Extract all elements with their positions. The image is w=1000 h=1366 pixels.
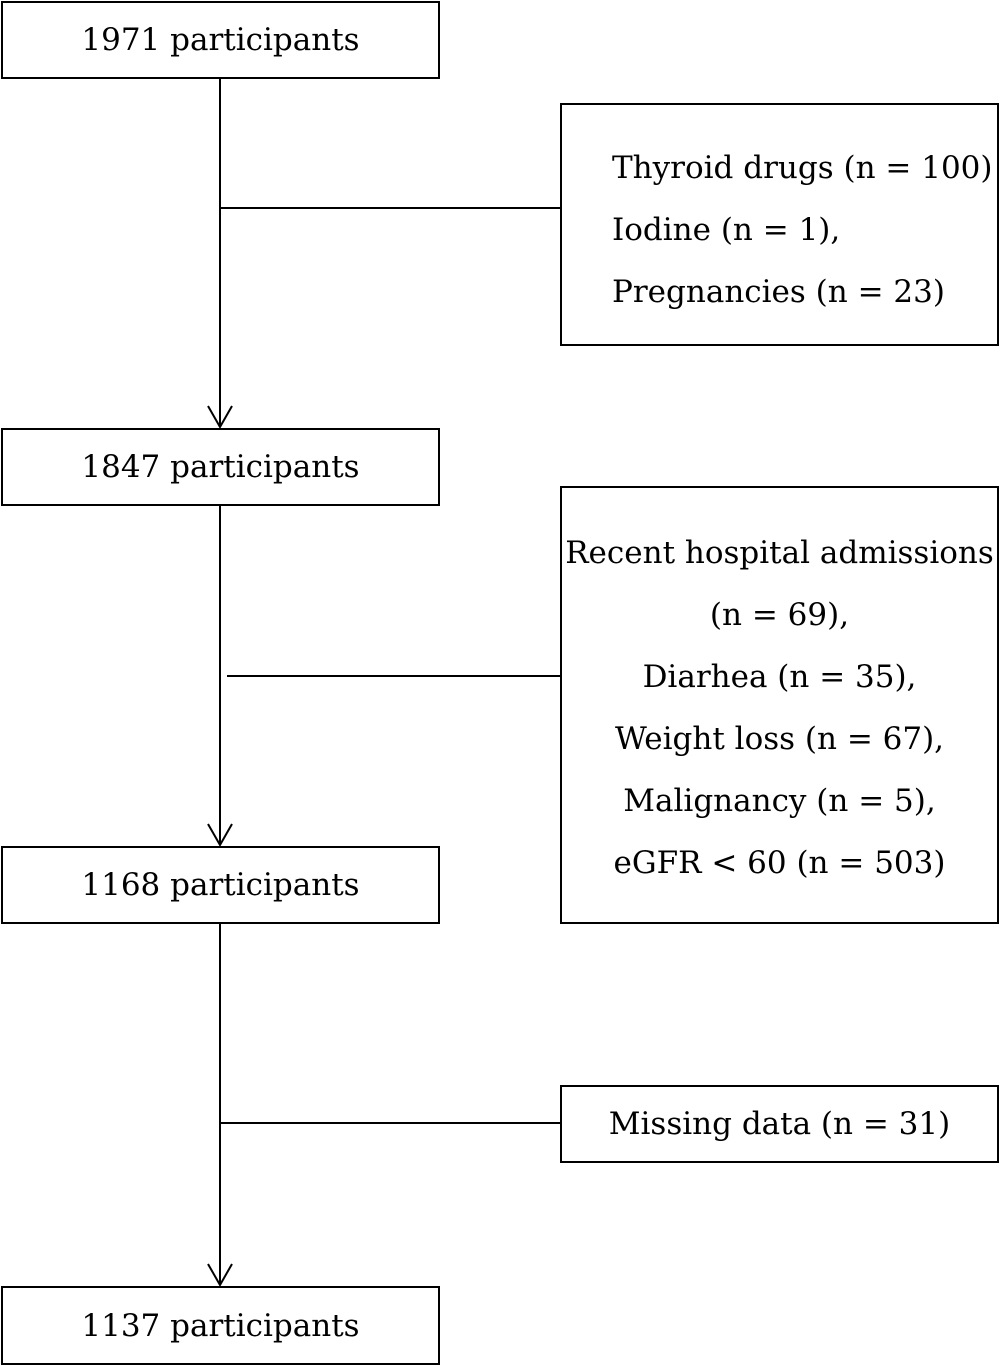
arrowhead-2	[207, 823, 233, 848]
exclusion-item: Pregnancies (n = 23)	[612, 274, 945, 310]
exclusion-box-2: Recent hospital admissions (n = 69), Dia…	[560, 486, 999, 924]
participants-count-1: 1971 participants	[81, 22, 360, 58]
exclusion-box-1: Thyroid drugs (n = 100) Iodine (n = 1), …	[560, 103, 999, 346]
exclusion-item: (n = 69),	[709, 597, 850, 633]
participants-box-2: 1847 participants	[1, 428, 440, 506]
exclusion-item: Missing data (n = 31)	[608, 1106, 951, 1142]
participants-box-1: 1971 participants	[1, 1, 440, 79]
participants-box-4: 1137 participants	[1, 1286, 440, 1365]
exclusion-item: Weight loss (n = 67),	[614, 721, 945, 757]
participants-box-3: 1168 participants	[1, 846, 440, 924]
exclusion-item: Diarhea (n = 35),	[642, 659, 917, 695]
exclusion-box-3: Missing data (n = 31)	[560, 1085, 999, 1163]
exclusion-item: Thyroid drugs (n = 100)	[612, 150, 993, 186]
exclusion-item: Recent hospital admissions	[565, 535, 994, 571]
exclusion-item: Iodine (n = 1),	[612, 212, 841, 248]
arrowhead-1	[207, 405, 233, 430]
arrowhead-3	[207, 1263, 233, 1288]
participants-count-4: 1137 participants	[81, 1307, 360, 1344]
exclusion-item: eGFR < 60 (n = 503)	[613, 845, 946, 881]
participants-count-2: 1847 participants	[81, 449, 360, 485]
participants-count-3: 1168 participants	[81, 867, 360, 903]
exclusion-item: Malignancy (n = 5),	[623, 783, 936, 819]
